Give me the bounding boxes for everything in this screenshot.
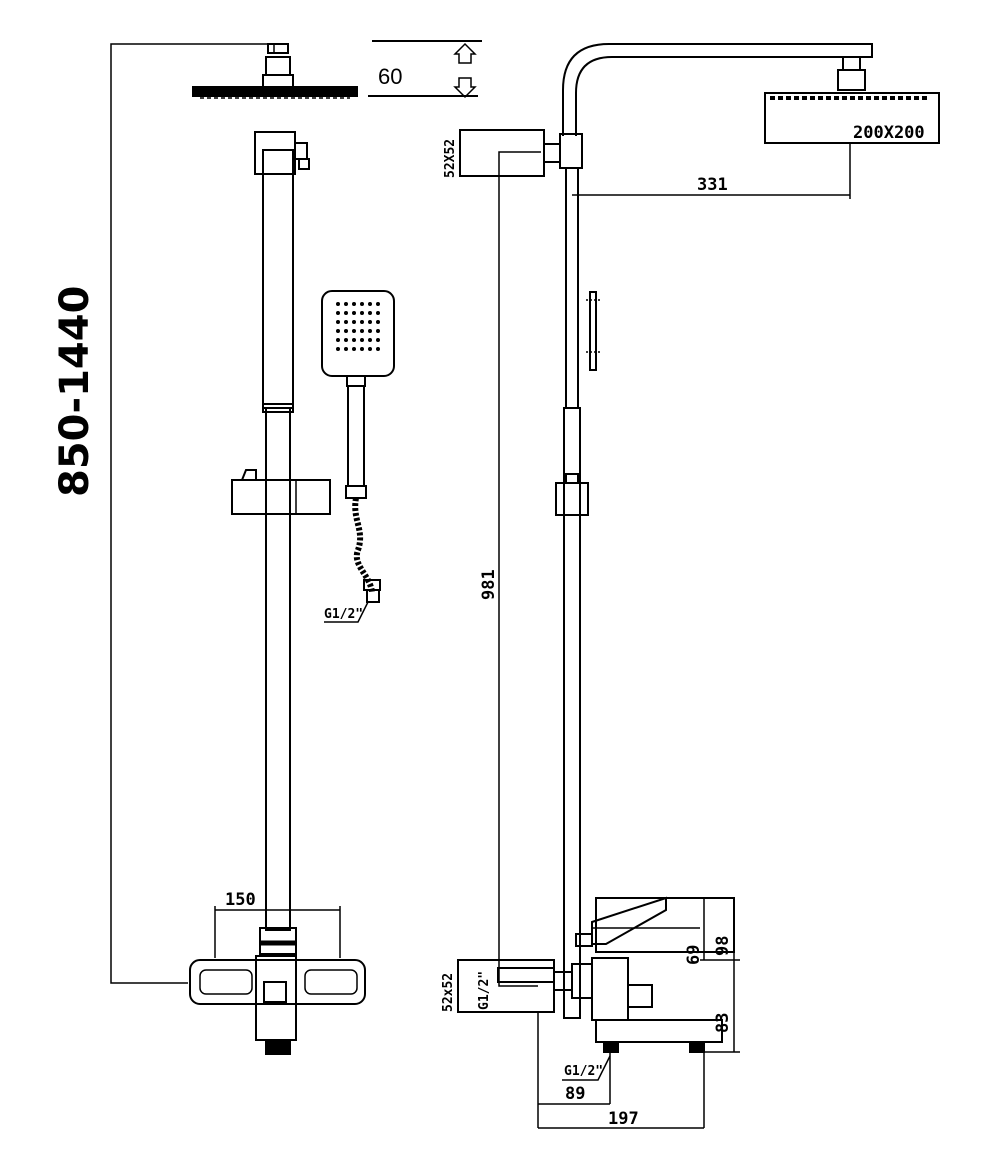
nozzle-dot — [336, 347, 340, 351]
mixer-body-size-label: 52x52 — [441, 973, 456, 1012]
nozzle-dot — [336, 329, 340, 333]
arm-reach-label: 331 — [697, 175, 728, 195]
nozzle-dot — [376, 347, 380, 351]
side-view: 200X200 331 52X52 981 — [441, 43, 940, 1129]
head-clearance-marker: 60 — [368, 40, 482, 99]
nozzle-dot — [368, 338, 372, 342]
nozzle-dot — [344, 347, 348, 351]
nozzle-dot — [336, 311, 340, 315]
lower-riser-pipe — [265, 407, 291, 931]
shower-arm — [562, 43, 873, 136]
nozzle-dot — [360, 338, 364, 342]
height-dimension-line — [110, 43, 283, 984]
nozzle-dot — [376, 311, 380, 315]
sliding-holder-side — [555, 482, 589, 516]
nozzle-dot — [344, 329, 348, 333]
diverter-bracket-front — [254, 131, 296, 175]
mixer-width-label: 150 — [225, 890, 256, 910]
nozzle-dot — [376, 302, 380, 306]
height-98-label: 98 — [713, 936, 733, 956]
nozzle-dot — [352, 311, 356, 315]
nozzle-dot — [352, 329, 356, 333]
mixer-lever-front — [263, 981, 287, 1003]
diverter-box — [459, 129, 545, 177]
lower-riser-side — [563, 407, 581, 1019]
rain-shower-head-front — [192, 86, 358, 97]
nozzle-dot — [368, 311, 372, 315]
spout-197-label: 197 — [608, 1109, 639, 1129]
mixer-body-front — [189, 959, 366, 1005]
nozzle-dot — [360, 347, 364, 351]
nozzle-dot — [360, 329, 364, 333]
mixer-inlet-thread-label: G1/2" — [477, 971, 492, 1010]
upper-riser-pipe — [262, 149, 294, 409]
rain-shower-head-side — [764, 92, 940, 144]
nozzle-dot — [344, 320, 348, 324]
nozzle-dot — [376, 320, 380, 324]
height-83-label: 83 — [713, 1013, 733, 1033]
nozzle-dot — [336, 338, 340, 342]
hose-thread-label: G1/2" — [324, 607, 363, 622]
arrow-up-icon — [453, 42, 477, 64]
nozzle-dot — [352, 347, 356, 351]
diverter-clamp — [559, 133, 583, 169]
upper-riser-side — [565, 167, 579, 409]
nozzle-dot — [360, 311, 364, 315]
mixer-bottom-thread-label: G1/2" — [564, 1064, 603, 1079]
height-69-label: 69 — [684, 945, 704, 965]
head-swivel — [265, 56, 291, 76]
spout-side — [595, 1019, 723, 1043]
nozzle-dot — [376, 338, 380, 342]
nozzle-dot — [368, 302, 372, 306]
hand-shower-side — [589, 291, 597, 371]
spout-outlet-front — [265, 1039, 291, 1055]
nozzle-dot — [352, 320, 356, 324]
nozzle-dot — [344, 311, 348, 315]
diverter-height-dimension — [498, 151, 541, 987]
shower-hose — [352, 497, 375, 593]
nozzle-dot — [336, 302, 340, 306]
nozzle-dot — [368, 347, 372, 351]
head-size-label: 200X200 — [853, 123, 925, 143]
nozzle-dot — [368, 320, 372, 324]
diverter-height-label: 981 — [479, 569, 499, 600]
sliding-handset-holder — [231, 479, 331, 515]
hand-shower-head — [321, 290, 395, 377]
arrow-down-icon — [453, 77, 477, 99]
nozzle-dot — [360, 302, 364, 306]
height-range-label: 850-1440 — [52, 286, 98, 497]
offset-89-label: 89 — [565, 1084, 585, 1104]
arm-head-nut — [842, 56, 861, 71]
head-clearance-label: 60 — [378, 64, 402, 89]
nozzle-dot — [352, 338, 356, 342]
nozzle-dot — [344, 338, 348, 342]
nozzle-dot — [360, 320, 364, 324]
hand-shower-nozzles — [336, 302, 380, 351]
mixer-cartridge-side — [591, 957, 629, 1021]
mixer-center-housing — [255, 955, 297, 1041]
nozzle-dot — [352, 302, 356, 306]
nozzle-dot — [368, 329, 372, 333]
head-top-nut — [267, 43, 289, 54]
nozzle-dot — [344, 302, 348, 306]
hand-shower-handle — [347, 385, 365, 487]
diverter-size-label: 52X52 — [443, 139, 458, 178]
nozzle-dot — [376, 329, 380, 333]
nozzle-dot — [336, 320, 340, 324]
front-view: 850-1440 G1/2" — [52, 43, 395, 1055]
mixer-lever-side — [591, 896, 667, 945]
